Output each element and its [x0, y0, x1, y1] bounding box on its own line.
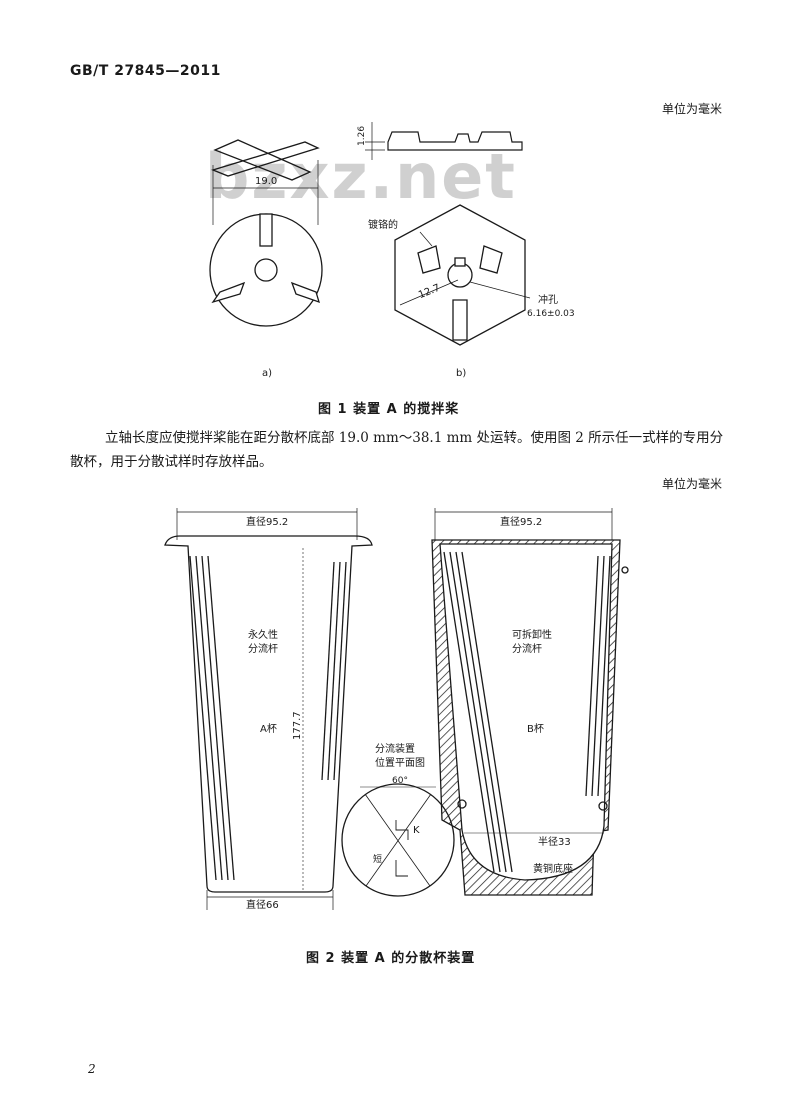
label-brass: 黄铜底座 [533, 862, 573, 875]
label-k: K [413, 825, 420, 836]
blade-b-plan-view [394, 204, 531, 346]
figure-1a-label: a) [262, 368, 272, 379]
figure-1b-label: b) [456, 368, 466, 379]
label-angle: 60° [392, 776, 408, 786]
label-permanent-1: 永久性 [248, 628, 278, 641]
unit-note-top: 单位为毫米 [661, 102, 722, 116]
blade-plan-view [209, 213, 323, 327]
label-permanent-2: 分流杆 [248, 642, 278, 655]
cup-b [431, 508, 629, 896]
plan-view [341, 783, 455, 897]
figure-1-caption: 图 1 装置 A 的搅拌桨 [318, 402, 460, 417]
blade-b-side-view [365, 122, 523, 160]
dim-diameter: 19.0 [255, 176, 277, 187]
figure-2-drawing: 直径95.2 177.7 永久性 分流杆 A杯 直径66 分流装置 位置平面图 … [164, 508, 629, 911]
label-cup-b: B杯 [527, 722, 544, 735]
dim-hole: 6.16±0.03 [527, 309, 575, 319]
label-removable-1: 可拆卸性 [512, 628, 552, 641]
page-number: 2 [88, 1062, 96, 1076]
dim-thickness: 1.26 [357, 126, 367, 146]
label-plan-2: 位置平面图 [375, 756, 425, 769]
label-short: 短 [373, 853, 382, 865]
label-plan-1: 分流装置 [375, 742, 415, 755]
figure-1-drawing: bzxz.net 19.0 a) 1.26 镀铬的 12.7 冲孔 [205, 122, 575, 379]
blade-side-view [211, 139, 320, 225]
label-punch: 冲孔 [538, 293, 558, 306]
label-radius: 半径33 [538, 835, 571, 848]
label-nickel: 镀铬的 [368, 218, 398, 231]
cup-a-top-diameter: 直径95.2 [246, 515, 288, 528]
dim-radius: 12.7 [417, 283, 442, 302]
cup-a [164, 508, 373, 910]
figure-2-caption: 图 2 装置 A 的分散杯装置 [306, 951, 476, 966]
cup-a-bottom-diameter: 直径66 [246, 898, 279, 911]
label-cup-a: A杯 [260, 722, 277, 735]
label-removable-2: 分流杆 [512, 642, 542, 655]
watermark: bzxz.net [205, 140, 517, 213]
body-paragraph: 立轴长度应使搅拌桨能在距分散杯底部 19.0 mm～38.1 mm 处运转。使用… [70, 430, 724, 470]
cup-b-top-diameter: 直径95.2 [500, 515, 542, 528]
unit-note-bottom: 单位为毫米 [661, 477, 722, 491]
cup-a-height: 177.7 [292, 711, 303, 740]
standard-code: GB/T 27845—2011 [70, 63, 221, 79]
